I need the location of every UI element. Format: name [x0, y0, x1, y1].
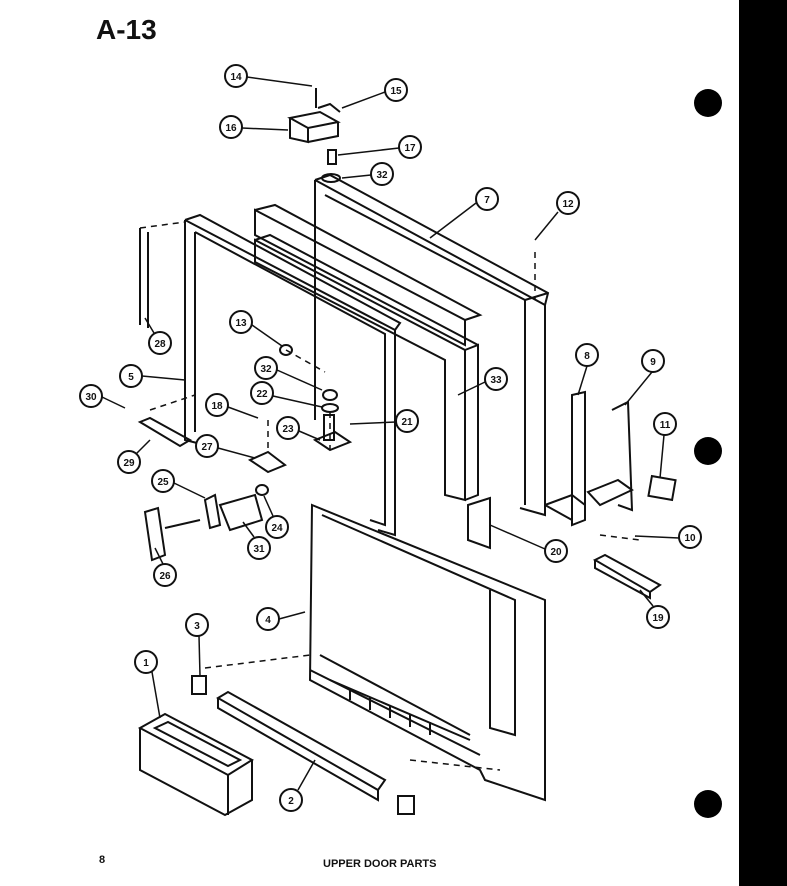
callout-3: 3: [185, 613, 209, 637]
callout-16: 16: [219, 115, 243, 139]
svg-text:21: 21: [401, 417, 413, 428]
bracket-3: [191, 675, 207, 695]
callout-28: 28: [148, 331, 172, 355]
svg-text:12: 12: [562, 199, 574, 210]
callout-17: 17: [398, 135, 422, 159]
outer-door-panel-4: [308, 503, 546, 802]
dashed-leaders: [139, 221, 641, 771]
trim-strip-2: [216, 690, 387, 802]
svg-text:3: 3: [194, 621, 200, 632]
handle-parts: [143, 484, 269, 562]
svg-text:20: 20: [550, 547, 562, 558]
breaker-strips-33: [254, 203, 483, 502]
svg-text:5: 5: [128, 372, 134, 383]
svg-text:22: 22: [256, 389, 268, 400]
svg-text:29: 29: [123, 458, 135, 469]
strip-19: [592, 553, 662, 600]
callout-2: 2: [279, 788, 303, 812]
svg-text:18: 18: [211, 401, 223, 412]
callout-12: 12: [556, 191, 580, 215]
svg-text:1: 1: [143, 658, 149, 669]
callout-31: 31: [247, 536, 271, 560]
svg-text:15: 15: [390, 86, 402, 97]
door-frame-7: [314, 173, 550, 517]
punch-hole-bottom: [694, 790, 722, 818]
callout-22: 22: [250, 381, 274, 405]
hinge-bracket-9: [586, 400, 634, 512]
callout-leaders: [101, 76, 680, 791]
callout-13: 13: [229, 310, 253, 334]
svg-text:28: 28: [154, 339, 166, 350]
center-hinge-parts: [247, 344, 353, 474]
svg-text:31: 31: [253, 544, 265, 555]
svg-text:8: 8: [584, 351, 590, 362]
punch-hole-middle: [694, 437, 722, 465]
svg-text:9: 9: [650, 357, 656, 368]
bracket-3b: [397, 795, 415, 815]
callout-19: 19: [646, 605, 670, 629]
page-title: A-13: [96, 14, 157, 45]
callout-10: 10: [678, 525, 702, 549]
svg-text:32: 32: [376, 170, 388, 181]
callout-20: 20: [544, 539, 568, 563]
svg-text:27: 27: [201, 442, 213, 453]
svg-text:4: 4: [265, 615, 271, 626]
page-caption: UPPER DOOR PARTS: [323, 858, 437, 870]
top-hinge-assembly: [287, 88, 341, 183]
callout-24: 24: [265, 515, 289, 539]
callout-25: 25: [151, 469, 175, 493]
strip-28: [139, 228, 149, 328]
callout-32b: 32: [254, 356, 278, 380]
callout-21: 21: [395, 409, 419, 433]
callout-14: 14: [224, 64, 248, 88]
svg-text:13: 13: [235, 318, 247, 329]
strip-29: [137, 416, 193, 448]
svg-text:23: 23: [282, 424, 294, 435]
callout-1: 1: [134, 650, 158, 674]
callout-5: 5: [119, 364, 143, 388]
punch-hole-top: [694, 89, 722, 117]
hinge-bracket-8: [544, 390, 586, 527]
svg-text:30: 30: [85, 392, 97, 403]
callout-30: 30: [79, 384, 103, 408]
callout-33: 33: [484, 367, 508, 391]
exploded-parts-diagram: 14 15 16 17 32 7 12 28 13 32 22 5 30 18 …: [79, 64, 702, 817]
svg-text:10: 10: [684, 533, 696, 544]
callout-32a: 32: [370, 162, 394, 186]
callout-27: 27: [195, 434, 219, 458]
bracket-20: [467, 496, 491, 550]
callout-9: 9: [641, 349, 665, 373]
door-bin-1: [137, 712, 255, 817]
svg-text:25: 25: [157, 477, 169, 488]
callout-circles: 14 15 16 17 32 7 12 28 13 32 22 5 30 18 …: [79, 64, 702, 812]
svg-text:33: 33: [490, 375, 502, 386]
pad-11: [647, 474, 677, 502]
callout-15: 15: [384, 78, 408, 102]
svg-text:32: 32: [260, 364, 272, 375]
page-number: 8: [99, 854, 106, 866]
callout-7: 7: [475, 187, 499, 211]
callout-4: 4: [256, 607, 280, 631]
svg-text:24: 24: [271, 523, 283, 534]
svg-text:26: 26: [159, 571, 171, 582]
gasket-frame-5: [184, 213, 402, 537]
binding-strip: [739, 0, 787, 886]
callout-29: 29: [117, 450, 141, 474]
callout-26: 26: [153, 563, 177, 587]
svg-text:14: 14: [230, 72, 242, 83]
svg-text:16: 16: [225, 123, 237, 134]
svg-text:17: 17: [404, 143, 416, 154]
svg-text:7: 7: [484, 195, 490, 206]
svg-text:11: 11: [660, 420, 671, 431]
callout-11: 11: [653, 412, 677, 436]
svg-text:19: 19: [652, 613, 664, 624]
callout-23: 23: [276, 416, 300, 440]
svg-text:2: 2: [288, 796, 294, 807]
callout-18a: 18: [205, 393, 229, 417]
callout-8: 8: [575, 343, 599, 367]
